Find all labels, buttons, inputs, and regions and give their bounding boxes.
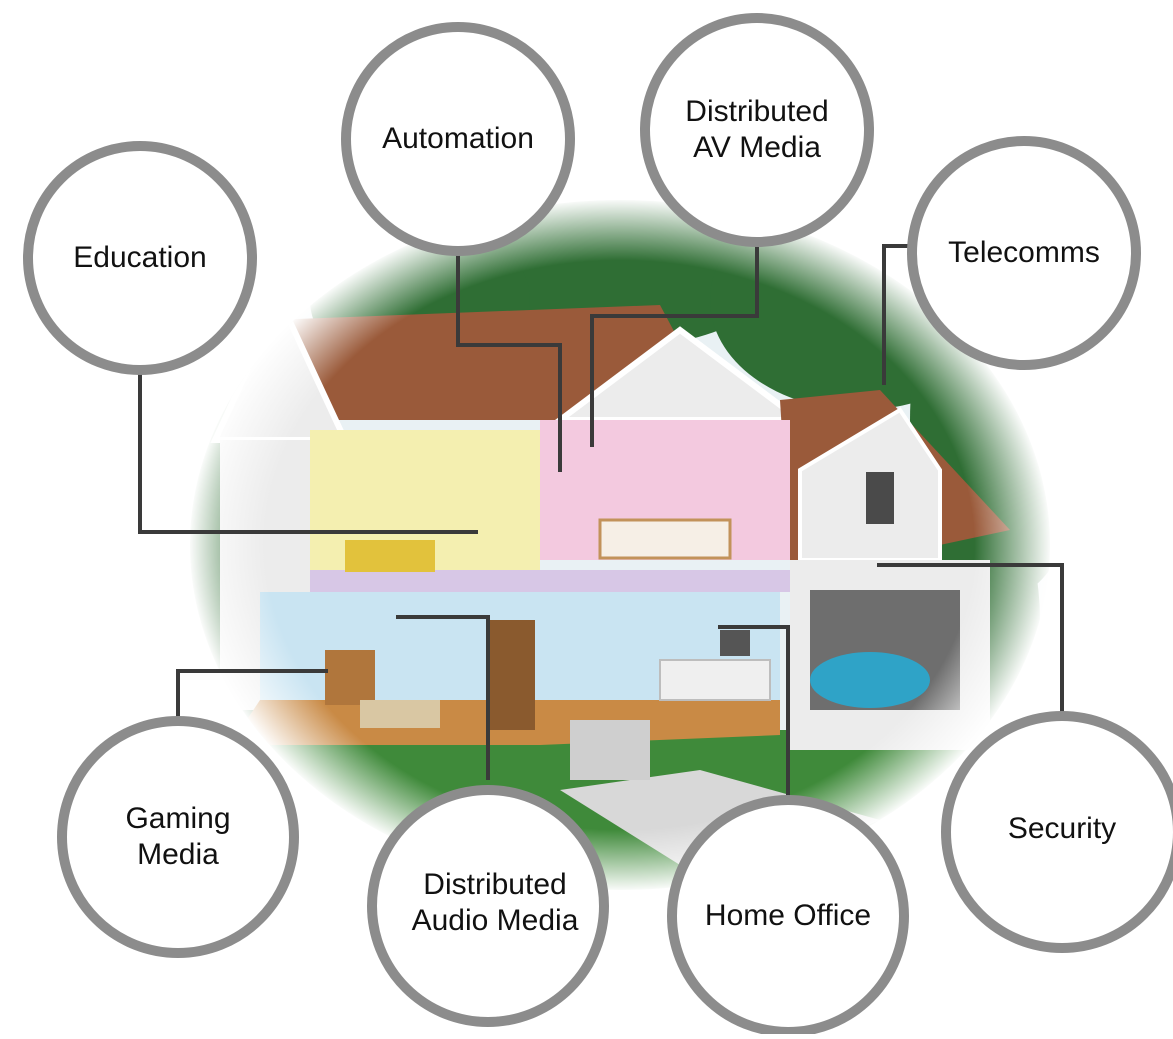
- connector-telecomms: [882, 244, 912, 385]
- connector-distributed-audio-media: [396, 615, 490, 780]
- label-distributed-audio-media: Distributed Audio Media: [412, 867, 579, 939]
- label-education-line-1: Education: [73, 241, 207, 274]
- label-automation: Automation: [382, 121, 534, 157]
- connector-lines: [138, 235, 1064, 796]
- circle-home-office: [667, 795, 909, 1037]
- label-telecomms-line-1: Telecomms: [948, 236, 1100, 269]
- circle-education: [23, 141, 257, 375]
- connector-automation: [456, 235, 562, 472]
- label-distributed-audio-media-line-1: Distributed: [423, 868, 567, 901]
- circle-gaming-media: [57, 716, 299, 958]
- label-distributed-av-media-line-1: Distributed: [685, 95, 829, 128]
- label-security-line-1: Security: [1007, 812, 1117, 845]
- circle-automation: [341, 22, 575, 256]
- label-home-office: Home Office: [705, 898, 871, 934]
- connector-education: [138, 318, 478, 534]
- label-gaming-media-line-2: Media: [137, 838, 219, 871]
- connector-home-office: [718, 625, 790, 796]
- connector-gaming-media: [176, 669, 328, 723]
- label-home-office-line-1: Home Office: [704, 899, 872, 932]
- circle-telecomms: [907, 136, 1141, 370]
- label-telecomms: Telecomms: [948, 235, 1100, 271]
- label-distributed-av-media: Distributed AV Media: [685, 94, 828, 166]
- label-automation-line-1: Automation: [382, 122, 534, 155]
- label-distributed-av-media-line-2: AV Media: [693, 131, 821, 164]
- label-gaming-media-line-1: Gaming: [125, 802, 231, 835]
- connector-security: [877, 563, 1064, 716]
- circle-security: [941, 711, 1173, 953]
- label-distributed-audio-media-line-2: Audio Media: [411, 904, 579, 937]
- label-gaming-media: Gaming Media: [125, 801, 230, 873]
- vignette-fade: [188, 198, 1052, 892]
- node-circles: [23, 13, 1173, 1037]
- circle-distributed-av-media: [640, 13, 874, 247]
- circle-distributed-audio-media: [367, 785, 609, 1027]
- connector-distributed-av-media: [590, 240, 759, 447]
- label-education: Education: [73, 240, 206, 276]
- label-security: Security: [1008, 811, 1116, 847]
